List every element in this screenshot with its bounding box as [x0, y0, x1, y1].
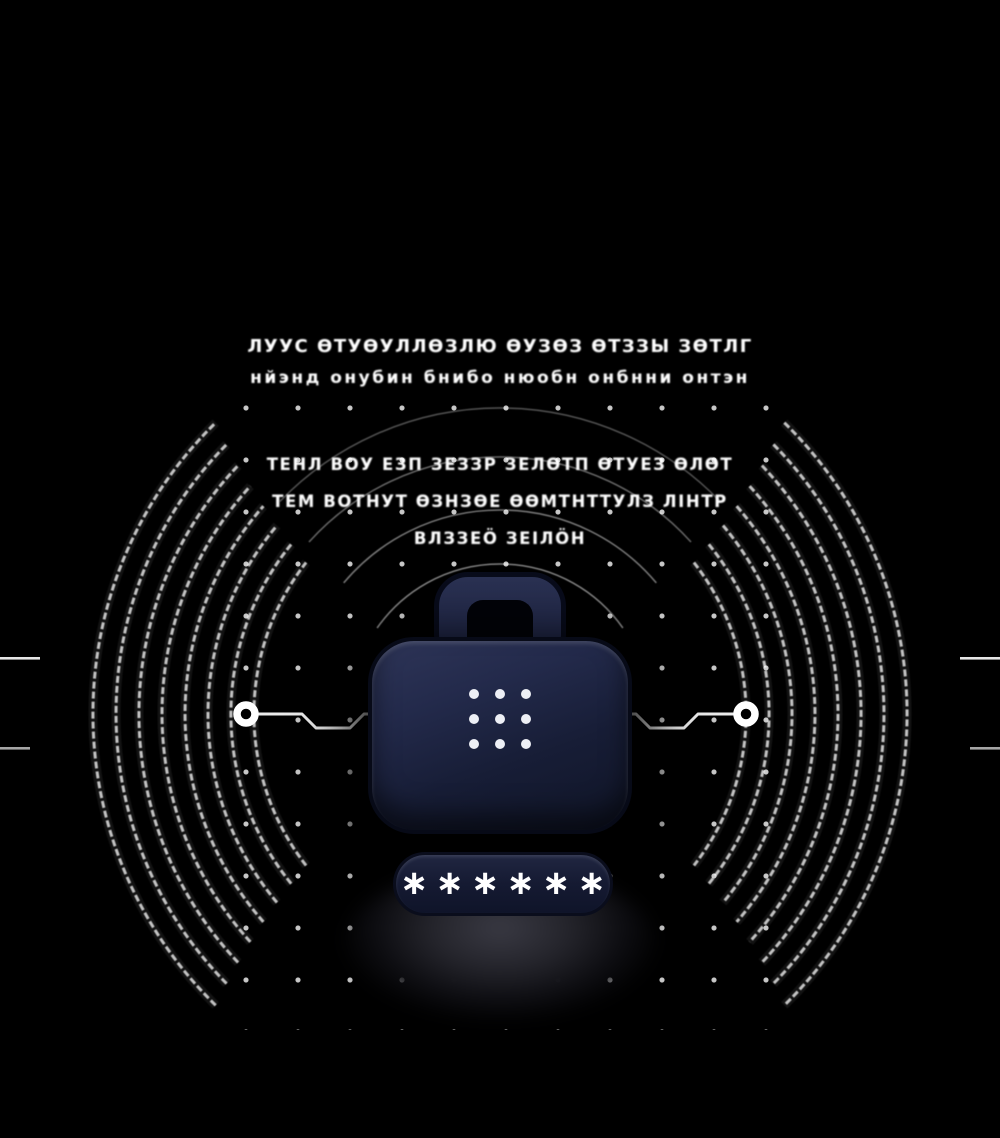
halftone-arc-right: [748, 485, 840, 943]
case-dot: [495, 714, 505, 724]
halftone-arc-right-glow: [781, 419, 912, 1009]
connector-node-right-icon: [733, 701, 759, 727]
thin-top-arc: [308, 456, 692, 543]
thin-top-arc: [376, 563, 624, 629]
halftone-arc-right: [783, 421, 909, 1007]
halftone-arc-left: [137, 464, 240, 964]
heading-line-1: ЛУУС ӨТУӨУЛЛӨЗЛЮ ӨУЗӨЗ ӨТЗЗЫ ЗӨТЛГ: [247, 336, 753, 357]
connector-node-left-icon: [233, 701, 259, 727]
halftone-arc-left: [229, 543, 293, 885]
halftone-arc-right: [721, 524, 794, 904]
edge-line-right-top: [960, 657, 1000, 660]
heading-line-2: нйэнд онубин бнибо нюобн онбнни онтэн: [250, 368, 750, 388]
password-input[interactable]: ∗∗∗∗∗∗: [393, 852, 613, 916]
briefcase-lock-icon: [368, 572, 632, 834]
circuit-trace-left: [256, 712, 376, 730]
body-text-line-1: ТЕНЛ ВОУ ЕЗП ЗЕЗЗР ЗЕЛӨТП ӨТУЕЗ ӨЛӨТ: [266, 455, 734, 474]
body-text-line-3: ВЛЗЗЕӦ ЗЕІЛӦН: [413, 529, 587, 548]
halftone-arc-left-glow: [180, 503, 267, 925]
halftone-arc-left-glow: [111, 441, 230, 987]
halftone-arc-right-glow: [705, 541, 774, 887]
case-dot: [495, 689, 505, 699]
dot-matrix-icon: [469, 689, 531, 749]
edge-line-right-bottom: [970, 747, 1000, 750]
halftone-arc-right-glow: [746, 483, 843, 945]
halftone-arc-right-glow: [758, 462, 866, 966]
halftone-arc-left: [206, 524, 279, 904]
circuit-trace-right: [624, 712, 736, 730]
case-dot: [495, 739, 505, 749]
case-dot: [469, 689, 479, 699]
briefcase-body: [368, 637, 632, 834]
halftone-arc-right-glow: [719, 522, 797, 906]
thin-top-arc: [279, 407, 721, 502]
body-text-block: ТЕНЛ ВОУ ЕЗП ЗЕЗЗР ЗЕЛӨТП ӨТУЕЗ ӨЛӨТ ТЕМ…: [0, 446, 1000, 557]
password-masked-value: ∗∗∗∗∗∗: [400, 863, 613, 903]
edge-line-left-top: [0, 657, 40, 660]
case-dot: [521, 739, 531, 749]
halftone-arc-right-glow: [770, 441, 889, 987]
halftone-arc-left: [91, 421, 217, 1007]
halftone-arc-left-glow: [203, 522, 281, 906]
halftone-arc-right: [760, 464, 863, 964]
case-dot: [469, 739, 479, 749]
halftone-arc-left-glow: [88, 419, 219, 1009]
halftone-arc-left-glow: [157, 483, 254, 945]
body-text-line-2: ТЕМ ВОТНУТ ӨЗНЗӨЕ ӨӨМТНТТУЛЗ ЛІНТР: [272, 492, 728, 511]
halftone-arc-right-glow: [733, 503, 820, 925]
edge-line-left-bottom: [0, 747, 30, 750]
heading-block: ЛУУС ӨТУӨУЛЛӨЗЛЮ ӨУЗӨЗ ӨТЗЗЫ ЗӨТЛГ нйэнд…: [0, 336, 1000, 388]
halftone-arc-left: [160, 485, 252, 943]
halftone-arc-left-glow: [226, 541, 295, 887]
halftone-arc-left-glow: [134, 462, 242, 966]
case-dot: [469, 714, 479, 724]
case-dot: [521, 689, 531, 699]
case-dot: [521, 714, 531, 724]
halftone-arc-right: [707, 543, 771, 885]
halftone-arc-right: [735, 505, 817, 923]
halftone-arc-left: [183, 505, 265, 923]
thin-top-arc: [343, 509, 657, 584]
